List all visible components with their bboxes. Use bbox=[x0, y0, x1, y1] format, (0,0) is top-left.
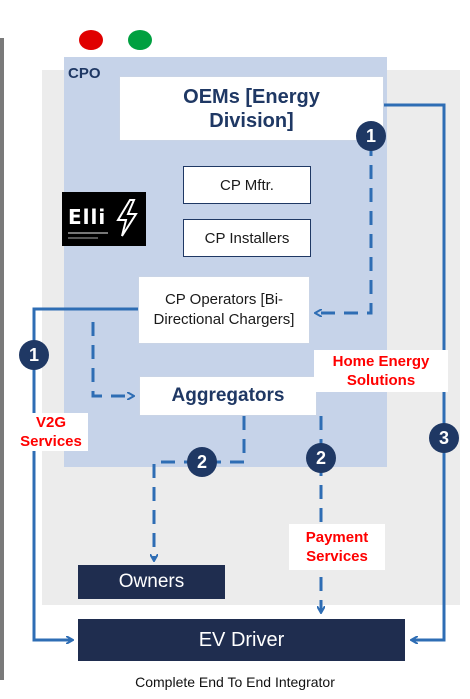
cp-operators-box: CP Operators [Bi-Directional Chargers] bbox=[138, 276, 310, 344]
oems-label: OEMs [Energy Division] bbox=[183, 85, 320, 132]
left-divider bbox=[0, 38, 4, 680]
logo-underline bbox=[68, 232, 108, 234]
diagram-caption: Complete End To End Integrator bbox=[135, 674, 335, 690]
operators-to-driver-arrow bbox=[32, 307, 138, 640]
step-badge: 1 bbox=[356, 121, 386, 151]
v2g-services-label: V2G Services bbox=[14, 413, 88, 451]
owners-box: Owners bbox=[78, 565, 225, 599]
cp-installers-box: CP Installers bbox=[183, 219, 311, 257]
home-energy-label: Home Energy Solutions bbox=[314, 350, 448, 392]
cpo-label: CPO bbox=[68, 65, 101, 82]
elli-logo-text: Elli bbox=[68, 205, 107, 229]
operators-to-aggregators-arrow bbox=[91, 322, 133, 396]
aggregators-to-owners-arrow bbox=[154, 416, 246, 560]
payment-services-label: Payment Services bbox=[289, 524, 385, 570]
lightning-icon bbox=[116, 199, 138, 237]
red-status-dot bbox=[79, 30, 103, 50]
oem-to-operators-arrow bbox=[316, 142, 373, 313]
ev-driver-box: EV Driver bbox=[78, 619, 405, 661]
oems-box: OEMs [Energy Division] bbox=[119, 76, 384, 141]
cp-operators-label: CP Operators [Bi-Directional Chargers] bbox=[153, 291, 295, 328]
cp-mftr-box: CP Mftr. bbox=[183, 166, 311, 204]
step-badge: 3 bbox=[429, 423, 459, 453]
step-badge: 2 bbox=[306, 443, 336, 473]
green-status-dot bbox=[128, 30, 152, 50]
elli-logo: Elli bbox=[62, 192, 146, 246]
step-badge: 2 bbox=[187, 447, 217, 477]
logo-underline bbox=[68, 237, 98, 239]
aggregators-box: Aggregators bbox=[139, 376, 317, 416]
step-badge: 1 bbox=[19, 340, 49, 370]
